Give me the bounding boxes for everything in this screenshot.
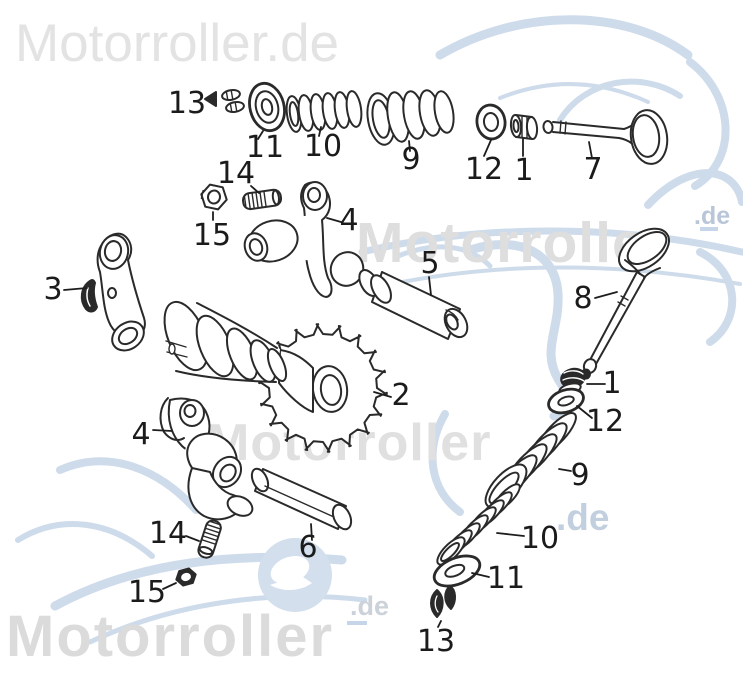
callout-labels: 13 11 10 9 12 1 7 14 15 4 3 5 2 8 1 12 9…	[43, 86, 624, 659]
callout-15-top: 15	[193, 218, 231, 253]
callout-7: 7	[583, 152, 602, 187]
callout-11-top: 11	[246, 130, 284, 165]
callout-9-right: 9	[570, 458, 589, 493]
part-11-retainer-right	[432, 554, 482, 588]
part-6-rocker-shaft-lower	[250, 467, 353, 531]
part-4-rocker-arm-lower	[159, 397, 254, 521]
part-13-cotters-bottom	[430, 585, 456, 618]
callout-12-right: 12	[586, 404, 624, 439]
part-12-washer-top	[475, 103, 507, 141]
watermark-bottom-left: Motorroller	[6, 604, 334, 669]
part-4-rocker-arm-upper	[243, 181, 333, 298]
callout-8: 8	[573, 281, 592, 316]
part-3-bracket	[80, 232, 146, 352]
callout-9-top: 9	[401, 142, 420, 177]
part-10-inner-spring-top	[285, 90, 363, 133]
callout-11-right: 11	[487, 561, 525, 596]
callout-1-right: 1	[602, 366, 621, 401]
callout-3: 3	[43, 272, 62, 307]
part-11-retainer-top	[248, 81, 286, 133]
callout-13-bottom: 13	[417, 624, 455, 659]
watermark-top-left: Motorroller.de	[15, 14, 339, 73]
callout-14-top: 14	[217, 156, 255, 191]
callout-12-top: 12	[465, 152, 503, 187]
callout-14-lower: 14	[149, 516, 187, 551]
watermark-bottom-left-de: .de	[350, 591, 389, 621]
part-13-cotters-top	[204, 89, 245, 113]
callout-4-lower: 4	[131, 417, 150, 452]
part-10-inner-spring-right	[436, 483, 521, 566]
part-8-valve	[581, 227, 670, 380]
part-7-valve	[542, 109, 669, 165]
callout-6: 6	[298, 530, 317, 565]
part-9-outer-spring-right	[484, 412, 577, 509]
part-14-adjust-screw-top	[242, 188, 283, 211]
part-12-washer-right	[547, 387, 585, 415]
callout-15-lower: 15	[128, 575, 166, 610]
part-15-lock-nut-lower	[175, 567, 197, 587]
callout-1-top: 1	[514, 153, 533, 188]
part-14-adjust-screw-lower	[197, 519, 222, 559]
callout-10-right: 10	[521, 521, 559, 556]
watermark-middle-right: Motorroller	[356, 211, 668, 275]
part-15-lock-nut-top	[200, 183, 228, 211]
watermark-center-de: .de	[556, 497, 609, 538]
watermark-blue-dash	[700, 227, 718, 231]
brand-swoosh-graphics	[15, 15, 743, 645]
callout-5: 5	[420, 246, 439, 281]
part-2-camshaft-sprocket	[163, 300, 388, 453]
part-5-rocker-shaft	[329, 251, 469, 340]
callout-13-top: 13	[168, 86, 206, 121]
callout-leader-lines	[63, 126, 618, 628]
callout-10-top: 10	[304, 129, 342, 164]
watermark-middle-right-de: .de	[694, 202, 730, 230]
callout-2: 2	[391, 378, 410, 413]
callout-4-upper: 4	[339, 203, 358, 238]
watermark-blue-dash-2	[347, 621, 367, 625]
part-1-stem-seal-top	[509, 114, 539, 140]
part-9-outer-spring-top	[366, 89, 455, 146]
